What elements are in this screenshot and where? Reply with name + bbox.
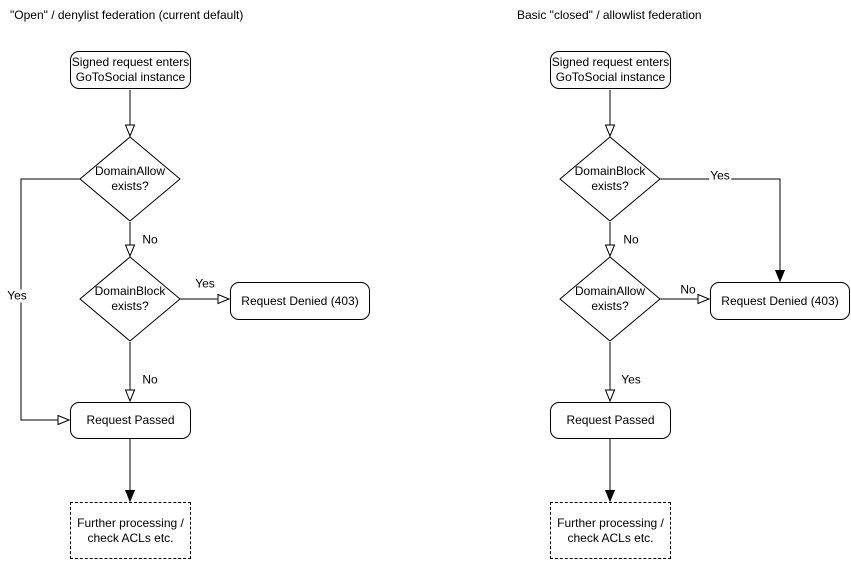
right-passed-node: Request Passed — [550, 402, 671, 439]
left-chart-title: "Open" / denylist federation (current de… — [10, 8, 244, 22]
left-start-node: Signed request enters GoToSocial instanc… — [70, 51, 191, 89]
left-d2-no-label: No — [141, 372, 159, 387]
edge-right-decision1-yes-to-denied — [660, 178, 780, 281]
right-chart-title: Basic "closed" / allowlist federation — [517, 8, 702, 22]
right-d2-yes-label: Yes — [620, 372, 642, 387]
left-d1-no-label: No — [141, 232, 159, 247]
right-start-node: Signed request enters GoToSocial instanc… — [550, 51, 671, 89]
left-decision1-diamond — [79, 136, 181, 222]
left-decision2-diamond — [79, 256, 181, 342]
left-denied-node: Request Denied (403) — [230, 282, 370, 320]
left-d2-yes-label: Yes — [194, 276, 216, 291]
right-decision2-diamond — [559, 256, 661, 342]
left-d1-yes-label: Yes — [6, 288, 28, 303]
left-passed-node: Request Passed — [70, 402, 191, 439]
left-further-node: Further processing / check ACLs etc. — [70, 502, 191, 559]
right-denied-node: Request Denied (403) — [710, 282, 850, 320]
right-further-node: Further processing / check ACLs etc. — [550, 502, 671, 559]
right-d2-no-label: No — [679, 282, 697, 297]
right-d1-yes-label: Yes — [709, 168, 731, 183]
right-decision1-diamond — [559, 136, 661, 222]
edge-left-decision1-yes-to-passed — [20, 178, 80, 426]
right-d1-no-label: No — [622, 232, 640, 247]
